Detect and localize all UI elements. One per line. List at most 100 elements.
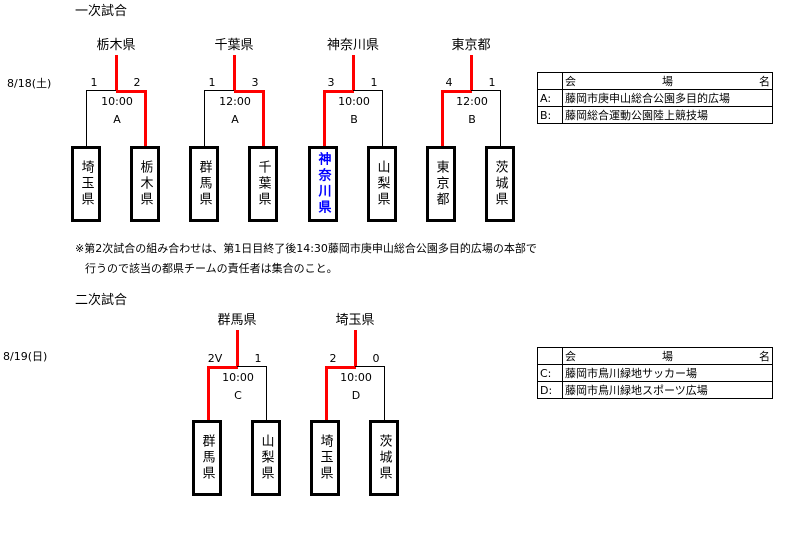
venue-key: D:	[537, 381, 563, 399]
venue-name: 藤岡総合運動公園陸上競技場	[562, 106, 773, 124]
score-left: 4	[445, 76, 453, 89]
bracket-left-leg	[204, 90, 205, 146]
bracket-left-leg	[86, 90, 87, 146]
venue-header-3: 名	[759, 74, 770, 88]
venue-header-1: 会	[565, 74, 576, 88]
bracket-top-left	[207, 366, 238, 369]
venue-key: B:	[537, 106, 563, 124]
venue-header-row: 会場名	[537, 347, 773, 365]
round1-venue-table: 会 場 名 A:藤岡市庚申山総合公園多目的広場 B:藤岡総合運動公園陸上競技場	[537, 72, 773, 124]
winner-line	[233, 55, 236, 90]
team-box-right: 茨城県	[485, 146, 515, 222]
venue-header-1: 会	[565, 349, 576, 363]
team-name: 栃木県	[137, 160, 153, 208]
team-box-left: 群馬県	[189, 146, 219, 222]
score-right: 1	[254, 352, 262, 365]
bracket-top-left	[325, 366, 356, 369]
team-box-right: 茨城県	[369, 420, 399, 496]
team-box-left: 群馬県	[192, 420, 222, 496]
match-time: 12:00	[219, 95, 251, 108]
score-right: 1	[370, 76, 378, 89]
match-time: 12:00	[456, 95, 488, 108]
score-left: 3	[327, 76, 335, 89]
winner-label: 埼玉県	[335, 313, 375, 328]
bracket-right-leg	[384, 366, 385, 420]
team-name: 山梨県	[258, 434, 274, 482]
venue-key: A:	[537, 89, 563, 107]
match-venue: B	[468, 113, 476, 126]
team-box-right: 山梨県	[251, 420, 281, 496]
venue-header-row: 会場名	[537, 72, 773, 90]
winner-line	[354, 330, 357, 366]
winner-label: 群馬県	[217, 313, 257, 328]
winner-line	[352, 55, 355, 90]
team-name: 山梨県	[374, 160, 390, 208]
team-name: 埼玉県	[78, 160, 94, 208]
bracket-left-leg	[325, 366, 328, 420]
round2-title: 二次試合	[75, 293, 128, 308]
venue-name: 藤岡市庚申山総合公園多目的広場	[562, 89, 773, 107]
winner-label: 千葉県	[214, 38, 254, 53]
winner-label: 東京都	[451, 38, 491, 53]
score-left: 1	[208, 76, 216, 89]
score-left: 1	[90, 76, 98, 89]
match-venue: A	[231, 113, 239, 126]
team-box-left: 埼玉県	[71, 146, 101, 222]
venue-key: C:	[537, 364, 563, 382]
bracket-right-leg	[262, 90, 265, 146]
score-right: 2	[133, 76, 141, 89]
bracket-top-left	[86, 90, 117, 91]
match-venue: A	[113, 113, 121, 126]
score-right: 1	[488, 76, 496, 89]
note-line-1: ※第2次試合の組み合わせは、第1日目終了後14:30藤岡市庚申山総合公園多目的広…	[75, 242, 537, 255]
match-venue: B	[350, 113, 358, 126]
match-venue: D	[351, 389, 361, 402]
venue-row: D:藤岡市鳥川緑地スポーツ広場	[537, 381, 773, 399]
match-time: 10:00	[101, 95, 133, 108]
team-box-right: 栃木県	[130, 146, 160, 222]
bracket-top-left	[204, 90, 235, 91]
venue-header-2: 場	[662, 349, 673, 363]
team-box-left: 埼玉県	[310, 420, 340, 496]
note-line-2: 行うので該当の都県チームの責任者は集合のこと。	[85, 262, 338, 275]
match-venue: C	[234, 389, 242, 402]
team-name: 埼玉県	[317, 434, 333, 482]
winner-label: 栃木県	[96, 38, 136, 53]
venue-header-3: 名	[759, 349, 770, 363]
round1-date: 8/18(土)	[7, 77, 52, 90]
winner-line	[236, 330, 239, 366]
score-right: 3	[251, 76, 259, 89]
round2-venue-table: 会 場 名 C:藤岡市鳥川緑地サッカー場 D:藤岡市鳥川緑地スポーツ広場	[537, 347, 773, 399]
round2-date: 8/19(日)	[3, 350, 48, 363]
team-box-left: 東京都	[426, 146, 456, 222]
team-box-left: 神奈川県	[308, 146, 338, 222]
bracket-right-leg	[382, 90, 383, 146]
team-name: 東京都	[433, 160, 449, 208]
bracket-right-leg	[266, 366, 267, 420]
bracket-top-left	[441, 90, 472, 93]
bracket-top-right	[237, 366, 267, 367]
match-time: 10:00	[338, 95, 370, 108]
team-name: 茨城県	[492, 160, 508, 208]
team-box-right: 千葉県	[248, 146, 278, 222]
round1-title: 一次試合	[75, 4, 128, 19]
bracket-left-leg	[323, 90, 326, 146]
team-name: 神奈川県	[315, 152, 331, 216]
bracket-top-right	[471, 90, 501, 91]
score-right: 0	[372, 352, 380, 365]
venue-name: 藤岡市鳥川緑地スポーツ広場	[562, 381, 773, 399]
winner-label: 神奈川県	[326, 38, 379, 53]
score-left: 2V	[207, 352, 223, 365]
bracket-right-leg	[144, 90, 147, 146]
venue-header-2: 場	[662, 74, 673, 88]
score-left: 2	[329, 352, 337, 365]
bracket-top-left	[323, 90, 354, 93]
team-box-right: 山梨県	[367, 146, 397, 222]
team-name: 群馬県	[199, 434, 215, 482]
team-name: 群馬県	[196, 160, 212, 208]
bracket-right-leg	[500, 90, 501, 146]
bracket-left-leg	[441, 90, 444, 146]
match-time: 10:00	[222, 371, 254, 384]
venue-name: 藤岡市鳥川緑地サッカー場	[562, 364, 773, 382]
